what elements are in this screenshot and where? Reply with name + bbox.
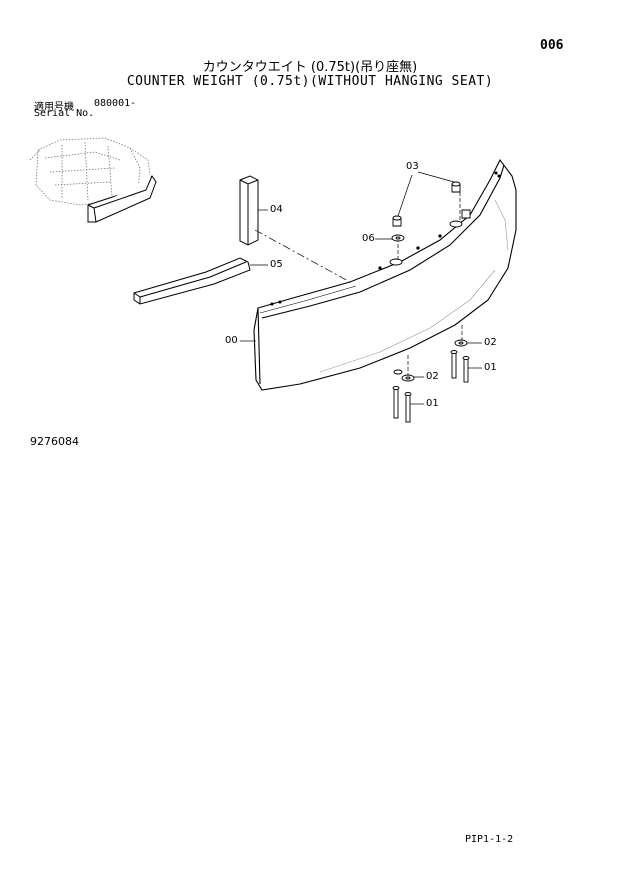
mini-counterweight-icon [87, 175, 157, 223]
part-01-bolts-left-icon [392, 386, 412, 423]
excavator-silhouette-icon [29, 137, 151, 206]
serial-label-japanese: 適用号機 [34, 102, 74, 113]
part-03-plug-icon [392, 181, 471, 227]
top-mounting-pads [378, 220, 463, 270]
part-04-spacer-block [239, 175, 259, 246]
part-05-bent-bar [133, 257, 251, 305]
callout-05: 05 [270, 259, 283, 270]
part-02-washer-left-icon [393, 369, 415, 382]
part-00-counterweight-body [253, 158, 517, 391]
footer-reference: PIP1-1-2 [465, 834, 514, 845]
page-number: 006 [540, 38, 564, 53]
serial-value: 080001- [94, 98, 137, 109]
callout-02-right: 02 [484, 337, 497, 348]
leader-03a [397, 174, 413, 217]
callout-02-left: 02 [426, 371, 439, 382]
callout-03: 03 [406, 161, 419, 172]
title-english: COUNTER WEIGHT (0.75t)(WITHOUT HANGING S… [126, 74, 494, 89]
callout-04: 04 [270, 204, 283, 215]
part-06-washer-icon [391, 234, 405, 242]
part-02-washer-right-icon [454, 339, 468, 347]
serial-label-english: Serial No. [34, 108, 95, 119]
callout-06: 06 [362, 233, 375, 244]
callout-01-right: 01 [484, 362, 497, 373]
title-japanese: カウンタウエイト (0.75t)(吊り座無) [202, 60, 418, 75]
alignment-line-04 [254, 229, 351, 283]
drawing-number: 9276084 [30, 435, 79, 448]
callout-01-left: 01 [426, 398, 439, 409]
leader-03b [417, 171, 455, 183]
part-01-bolts-right-icon [450, 350, 470, 383]
callout-00: 00 [225, 335, 238, 346]
